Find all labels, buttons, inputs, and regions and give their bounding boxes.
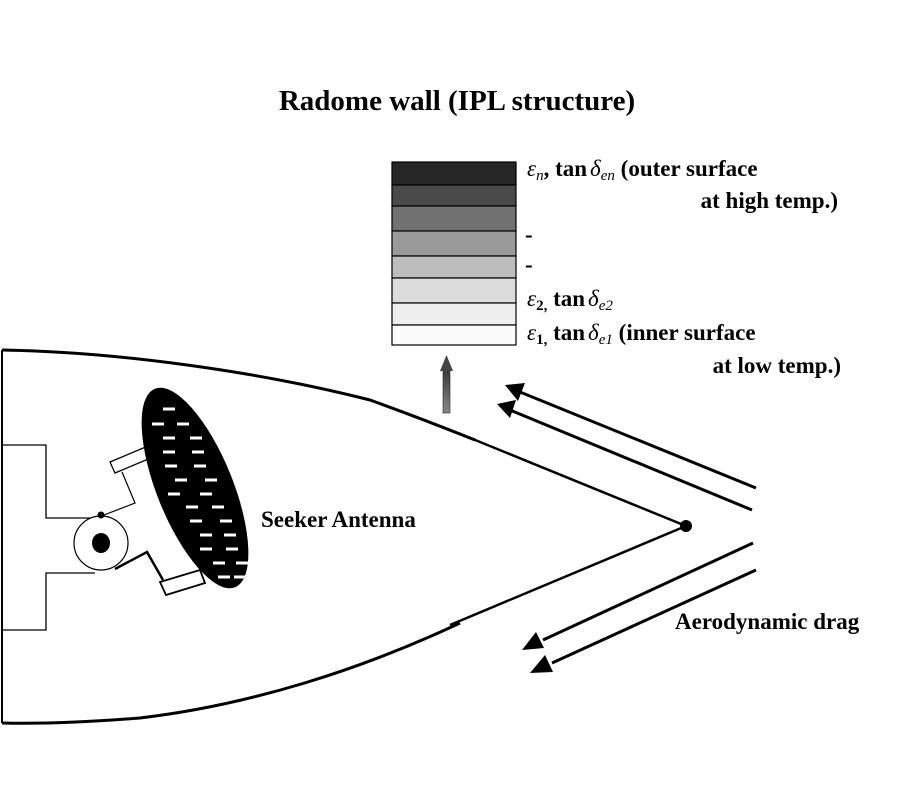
antenna-element-dash [212, 505, 224, 509]
antenna-element-dash [218, 575, 230, 579]
epsilon-symbol: ε [527, 156, 537, 181]
drag-arrow-up-1-icon [505, 383, 757, 490]
heat-flow-arrow-icon [440, 355, 453, 414]
seeker-antenna-label: Seeker Antenna [261, 507, 416, 532]
dielectric-layer [391, 161, 517, 186]
epsilon-symbol: ε [527, 320, 537, 345]
svg-text:at high temp.): at high temp.) [701, 188, 838, 213]
antenna-element-dash [236, 561, 248, 565]
antenna-element-dash [163, 407, 175, 411]
radome-upper-cone [457, 431, 687, 528]
drag-arrow-up-2-icon [497, 400, 753, 512]
dielectric-layer [391, 230, 517, 257]
radome-body [1, 348, 692, 725]
aerodynamic-drag-label: Aerodynamic drag [675, 609, 860, 634]
seeker-antenna-icon [141, 387, 249, 592]
diagram-title: Radome wall (IPL structure) [279, 85, 635, 117]
antenna-element-dash [165, 464, 177, 468]
antenna-element-dash [163, 436, 175, 440]
antenna-element-dash [226, 547, 238, 551]
antenna-element-dash [186, 505, 198, 509]
antenna-element-dash [152, 422, 164, 426]
antenna-element-dash [194, 464, 206, 468]
epsilon-symbol: ε [527, 286, 537, 311]
drag-arrow-down-1-icon [522, 541, 754, 650]
antenna-element-dash [224, 533, 236, 537]
layer-ellipsis-dash: - [525, 222, 533, 247]
radome-lower-cone [449, 524, 687, 627]
antenna-element-dash [168, 492, 180, 496]
dielectric-layer [391, 277, 517, 304]
antenna-element-dash [163, 450, 175, 454]
dielectric-layer [391, 205, 517, 232]
antenna-element-dash [200, 547, 212, 551]
delta-symbol: δ [588, 320, 599, 345]
delta-symbol: δ [588, 286, 599, 311]
dielectric-layer [391, 255, 517, 279]
dielectric-layer [391, 324, 517, 346]
layer-stack [391, 161, 517, 346]
antenna-element-dash [220, 519, 232, 523]
delta-symbol: δ [590, 156, 601, 181]
antenna-element-dash [190, 519, 202, 523]
antenna-element-dash [200, 492, 212, 496]
antenna-dashes [152, 407, 248, 592]
antenna-element-dash [213, 561, 225, 565]
antenna-element-dash [234, 575, 246, 579]
radome-upper-wall [1, 348, 476, 442]
antenna-element-dash [190, 436, 202, 440]
antenna-element-dash [205, 478, 217, 482]
gimbal-mount [2, 444, 207, 631]
layer-ellipsis-dash: - [525, 252, 533, 277]
antenna-element-dash [230, 588, 242, 592]
radome-lower-wall [1, 621, 461, 725]
antenna-element-dash [200, 533, 212, 537]
radome-tip-icon [680, 520, 692, 532]
antenna-element-dash [175, 478, 187, 482]
dielectric-layer [391, 184, 517, 207]
antenna-element-dash [177, 422, 189, 426]
antenna-element-dash [192, 450, 204, 454]
dielectric-layer [391, 302, 517, 326]
svg-text:at low temp.): at low temp.) [713, 353, 841, 378]
gimbal-pivot-icon [92, 533, 110, 553]
drag-arrow-down-2-icon [530, 568, 757, 673]
drag-arrows [497, 383, 757, 673]
